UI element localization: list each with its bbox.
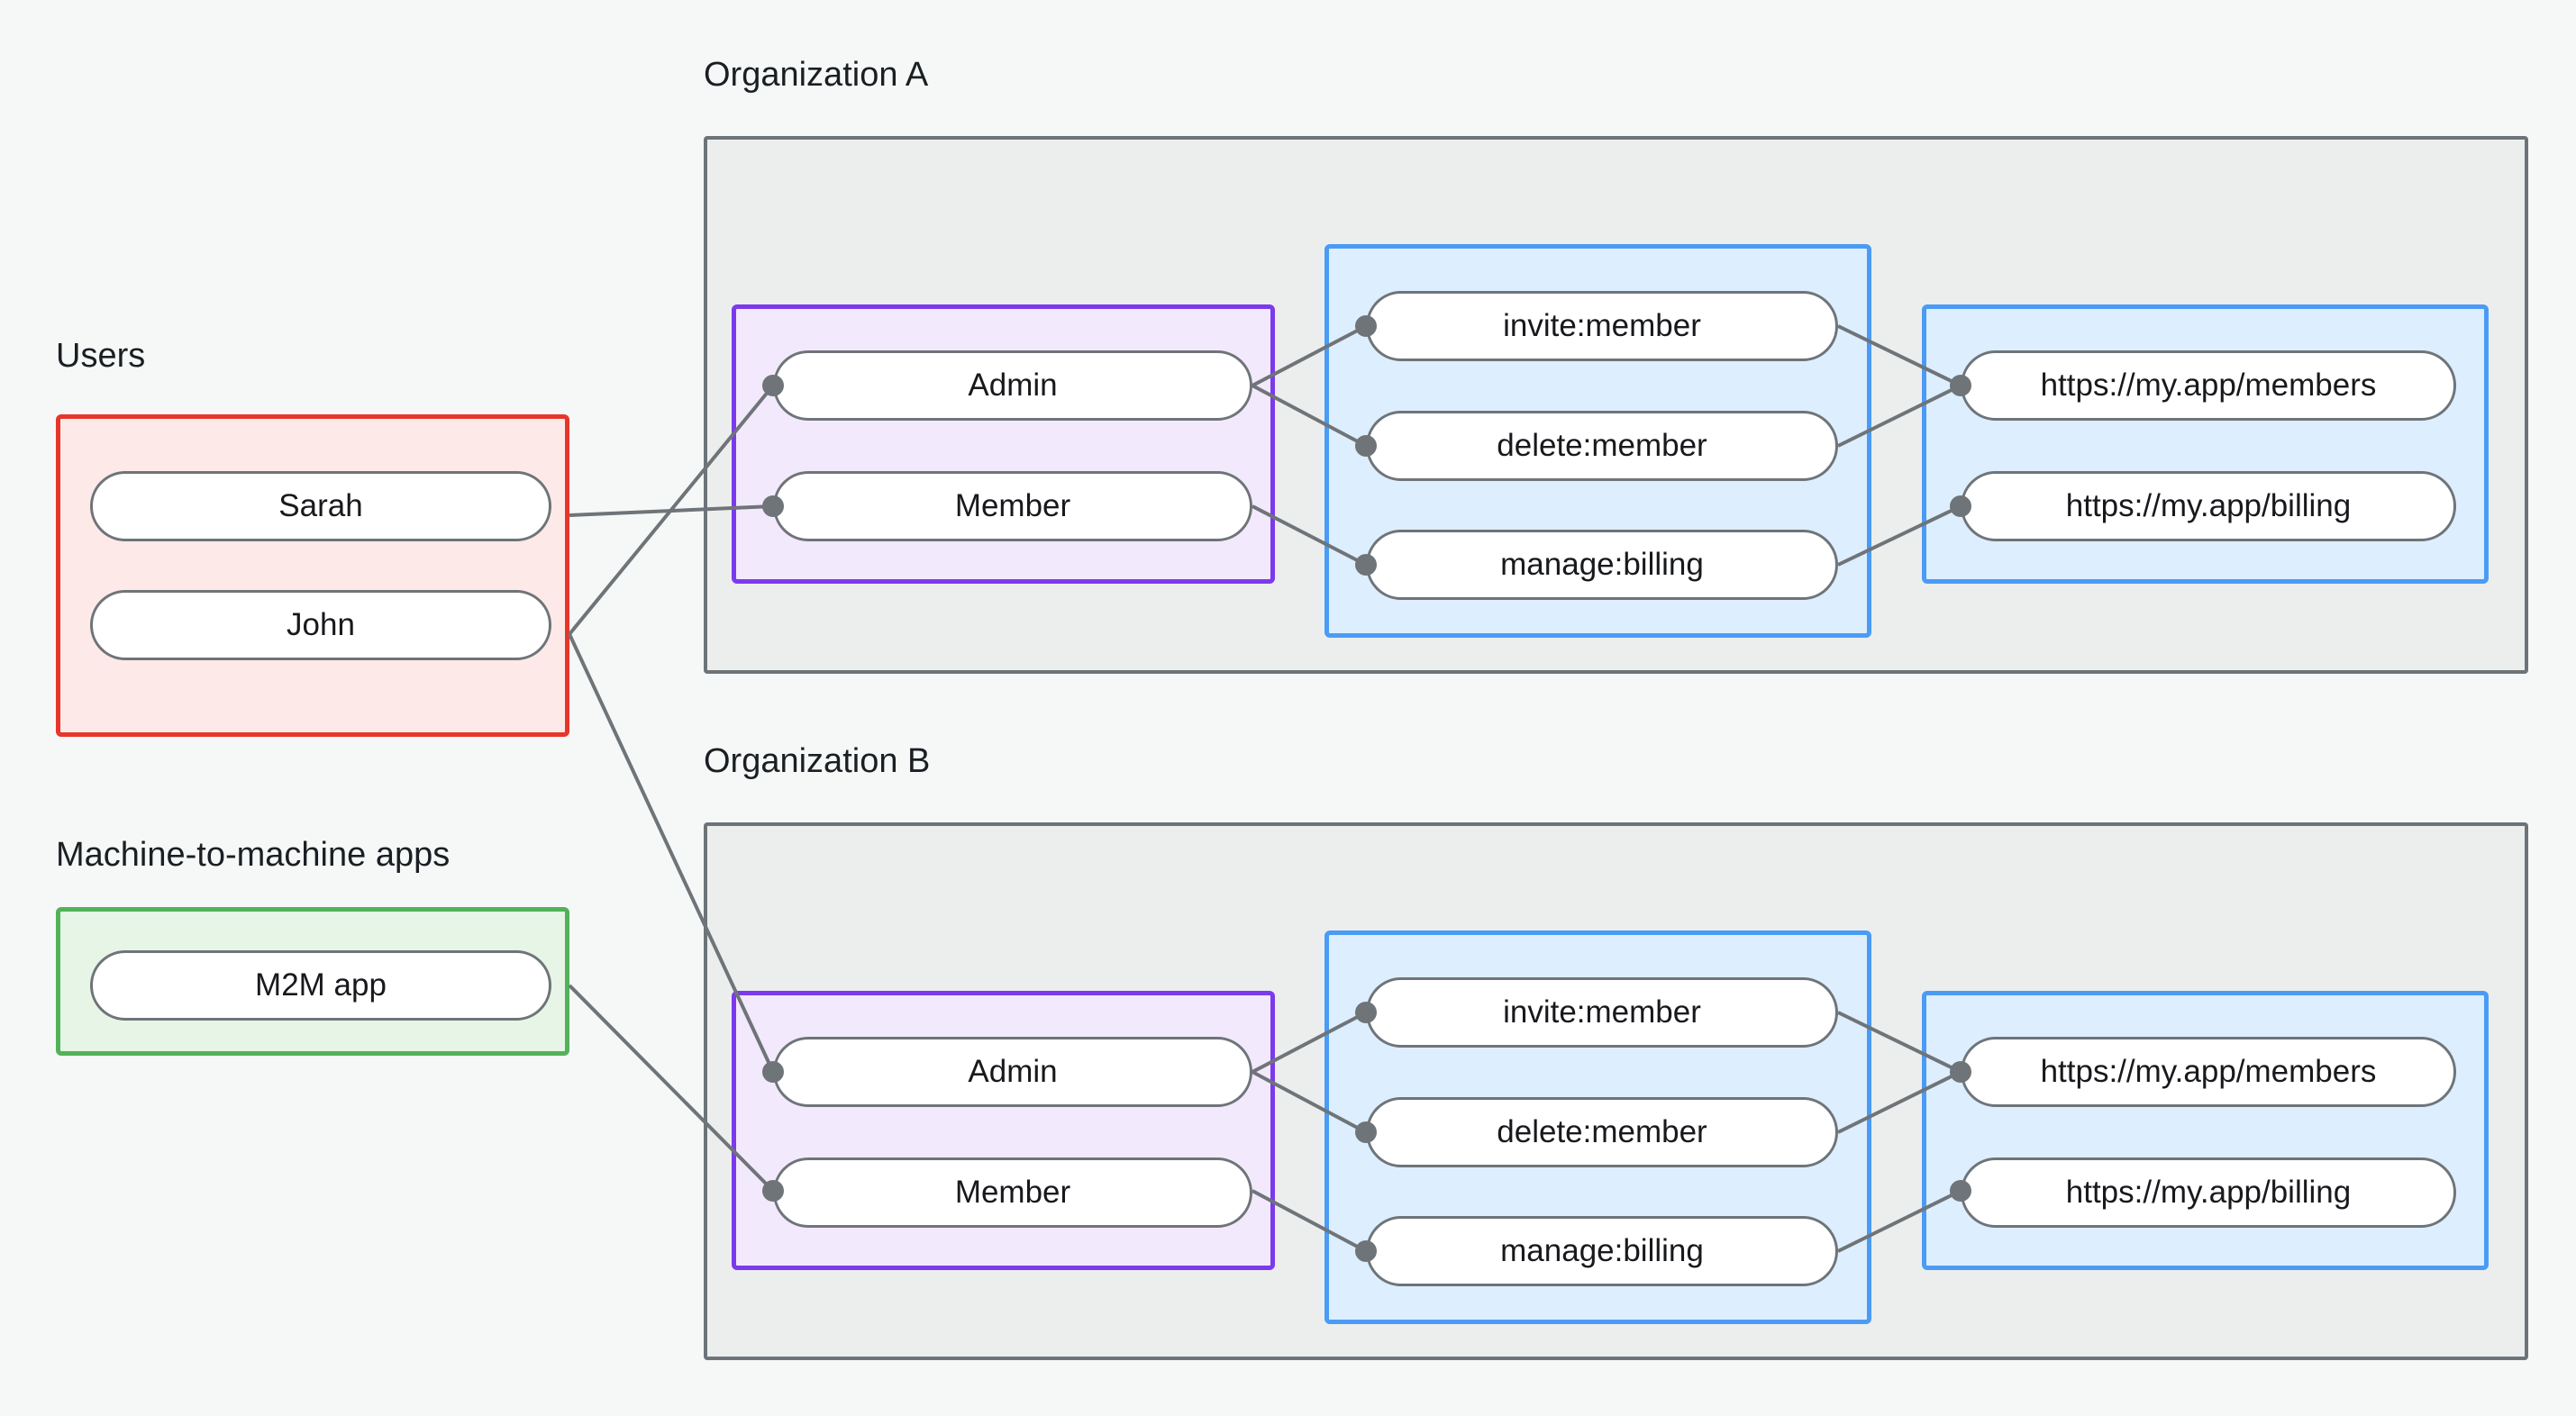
- orgA-roles-box: [732, 304, 1275, 584]
- orgA-api-resources-box: [1922, 304, 2489, 584]
- orgB-permission-pill-manage-billing[interactable]: manage:billing: [1366, 1216, 1838, 1286]
- orgB-api-pill-members[interactable]: https://my.app/members: [1961, 1037, 2456, 1107]
- orgB-api-pill-billing[interactable]: https://my.app/billing: [1961, 1157, 2456, 1228]
- orgB-role-pill-admin[interactable]: Admin: [773, 1037, 1252, 1107]
- m2m-pill-app[interactable]: M2M app: [90, 950, 551, 1021]
- orgB-api-resources-box: [1922, 991, 2489, 1270]
- organization-b-label: Organization B: [704, 742, 931, 780]
- orgA-permission-pill-invite-member[interactable]: invite:member: [1366, 291, 1838, 361]
- orgB-permission-pill-invite-member[interactable]: invite:member: [1366, 977, 1838, 1048]
- m2m-group-label: Machine-to-machine apps: [56, 836, 451, 874]
- orgA-permission-pill-delete-member[interactable]: delete:member: [1366, 411, 1838, 481]
- orgA-permission-pill-manage-billing[interactable]: manage:billing: [1366, 530, 1838, 600]
- organization-a-label: Organization A: [704, 56, 929, 94]
- orgA-role-pill-admin[interactable]: Admin: [773, 350, 1252, 421]
- users-group-box: [56, 414, 569, 737]
- users-group-label: Users: [56, 337, 146, 375]
- orgA-role-pill-member[interactable]: Member: [773, 471, 1252, 541]
- orgB-roles-box: [732, 991, 1275, 1270]
- orgA-api-pill-billing[interactable]: https://my.app/billing: [1961, 471, 2456, 541]
- user-pill-john[interactable]: John: [90, 590, 551, 660]
- orgB-role-pill-member[interactable]: Member: [773, 1157, 1252, 1228]
- user-pill-sarah[interactable]: Sarah: [90, 471, 551, 541]
- orgB-permission-pill-delete-member[interactable]: delete:member: [1366, 1097, 1838, 1167]
- orgA-api-pill-members[interactable]: https://my.app/members: [1961, 350, 2456, 421]
